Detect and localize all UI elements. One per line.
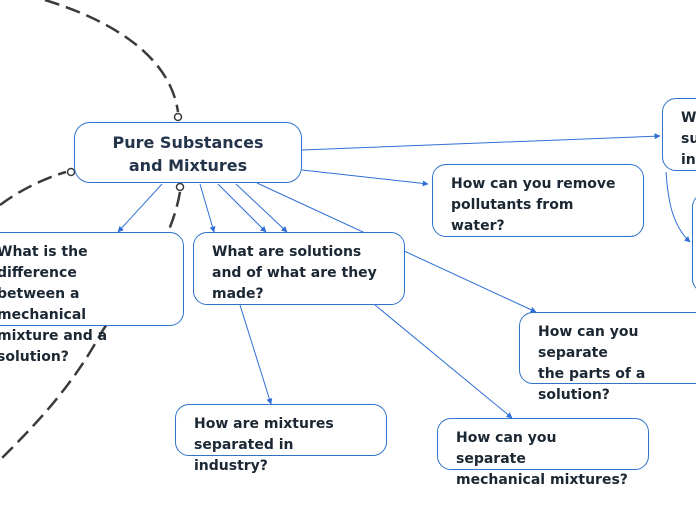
topic-top-right[interactable]: Wh su in <box>662 98 696 171</box>
topic-pollutants[interactable]: How can you remove pollutants from water… <box>432 164 644 237</box>
link-solutions-to-industry <box>239 304 273 405</box>
dashed-relation-top <box>44 0 180 113</box>
link-to-difference <box>117 183 163 233</box>
topic-separate-solution[interactable]: How can you separate the parts of a solu… <box>519 312 696 403</box>
topic-solutions[interactable]: What are solutions and of what are they … <box>193 232 405 305</box>
link-to-solutions-b <box>235 183 288 233</box>
link-top-right-subtopic <box>665 171 691 243</box>
subtopic-top-right[interactable] <box>692 193 696 293</box>
link-to-industry <box>199 183 216 233</box>
link-to-solutions-a <box>217 183 267 233</box>
topic-difference[interactable]: What is the difference between a mechani… <box>0 232 184 365</box>
relation-endpoint-icon <box>175 182 185 192</box>
topic-mechanical[interactable]: How can you separate mechanical mixtures… <box>437 418 649 488</box>
central-topic[interactable]: Pure Substances and Mixtures <box>74 122 302 183</box>
relation-endpoint-icon <box>173 112 183 122</box>
link-to-top-right <box>301 133 661 151</box>
topic-industry[interactable]: How are mixtures separated in industry? <box>175 404 387 474</box>
link-to-pollutants <box>301 169 429 187</box>
link-solutions-to-mechanical <box>374 304 513 419</box>
dashed-relation-left <box>0 170 67 207</box>
